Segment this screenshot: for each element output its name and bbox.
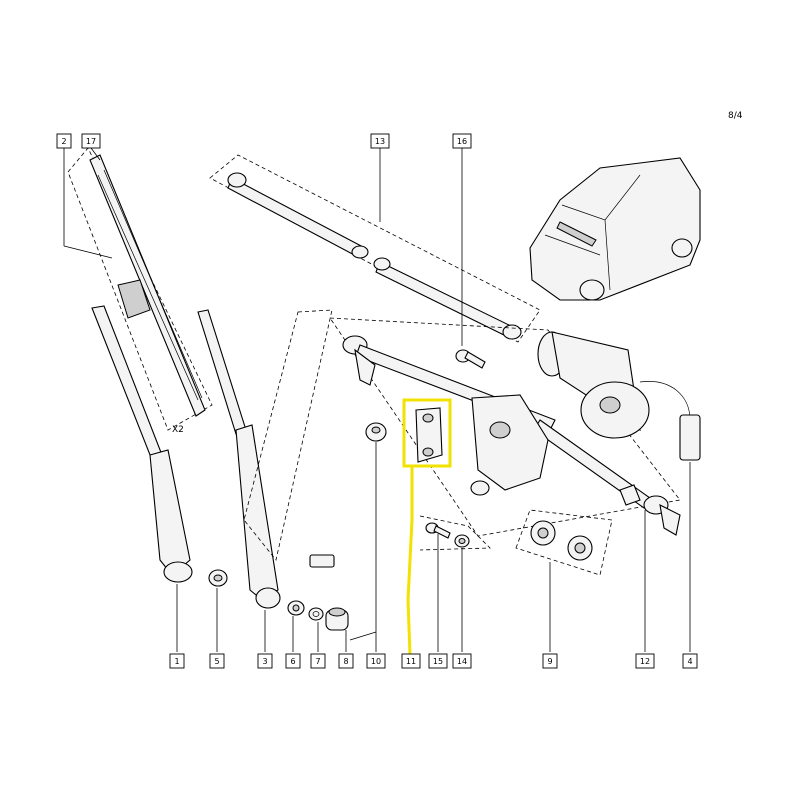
svg-text:16: 16 [457, 137, 467, 146]
svg-text:10: 10 [371, 657, 381, 666]
callout-1: 1 [169, 653, 185, 669]
svg-text:12: 12 [640, 657, 650, 666]
nut-10 [365, 422, 387, 442]
svg-text:2: 2 [61, 137, 66, 146]
link-rods [209, 154, 541, 343]
wiper-linkage [329, 317, 681, 537]
callout-5: 5 [209, 653, 225, 669]
svg-text:13: 13 [375, 137, 385, 146]
svg-text:6: 6 [290, 657, 295, 666]
callout-6: 6 [285, 653, 301, 669]
callout-3: 3 [257, 653, 273, 669]
cap-small [309, 554, 335, 568]
callout-11: 11 [401, 653, 421, 669]
bracket-11 [402, 398, 452, 656]
svg-text:17: 17 [86, 137, 96, 146]
header-code: 8/4 [728, 111, 743, 121]
highlight-box [402, 398, 452, 468]
screw-15 [425, 522, 451, 539]
callout-13: 13 [370, 133, 390, 149]
svg-text:8: 8 [343, 657, 348, 666]
callout-16: 16 [452, 133, 472, 149]
wiper-arm-right [197, 309, 333, 609]
bushes-9 [515, 509, 613, 576]
svg-text:5: 5 [214, 657, 219, 666]
svg-text:9: 9 [547, 657, 552, 666]
wiper-arm-left [91, 305, 193, 583]
svg-text:11: 11 [406, 657, 416, 666]
callout-7: 7 [310, 653, 326, 669]
svg-text:3: 3 [262, 657, 267, 666]
bush-8 [325, 607, 349, 631]
wiper-blade: X2 [67, 147, 213, 435]
svg-text:7: 7 [315, 657, 320, 666]
washer-7 [308, 607, 324, 621]
callout-9: 9 [542, 653, 558, 669]
blade-quantity-label: X2 [172, 425, 184, 435]
callout-2: 2 [56, 133, 72, 149]
svg-text:1: 1 [174, 657, 179, 666]
nut-14 [454, 534, 470, 548]
vehicle-location-icon [529, 157, 701, 301]
nut-5 [208, 569, 228, 587]
callout-14: 14 [452, 653, 472, 669]
svg-text:15: 15 [433, 657, 443, 666]
callout-4: 4 [682, 653, 698, 669]
callout-17: 17 [81, 133, 101, 149]
svg-text:14: 14 [457, 657, 467, 666]
callout-15: 15 [428, 653, 448, 669]
nut-6 [287, 600, 305, 616]
screw-16 [455, 349, 486, 369]
leader-lines [63, 147, 691, 652]
callout-12: 12 [635, 653, 655, 669]
wiper-motor [537, 331, 701, 461]
highlight-pointer [406, 466, 414, 656]
callout-8: 8 [338, 653, 354, 669]
svg-text:4: 4 [687, 657, 692, 666]
callout-10: 10 [366, 653, 386, 669]
